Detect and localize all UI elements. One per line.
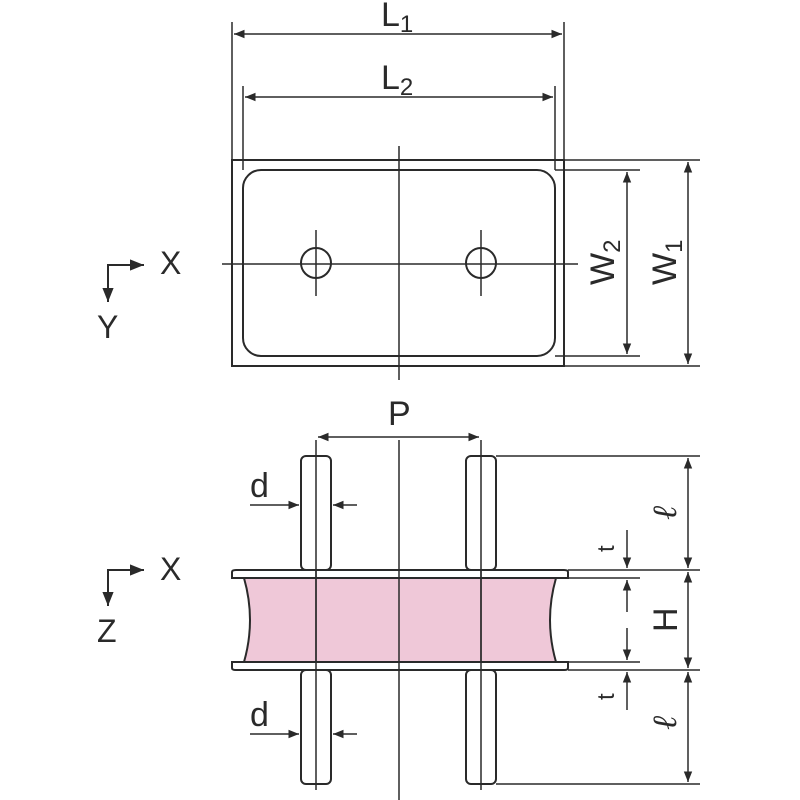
plate-outline	[231, 159, 565, 367]
svg-text:W2: W2	[584, 240, 626, 285]
axis-label-x-bottom: X	[160, 551, 181, 587]
label-H: H	[647, 607, 685, 632]
axis-label-z-bottom: Z	[97, 613, 117, 649]
label-d-bottom: d	[250, 696, 269, 734]
label-ell-top: ℓ	[645, 506, 685, 520]
label-P: P	[388, 395, 411, 433]
labels: L1 L2 W2 W1 X Y P d d X Z t t H ℓ ℓ	[97, 0, 688, 734]
label-d-top: d	[250, 467, 269, 505]
axis-label-x-top: X	[160, 245, 181, 281]
axis-label-y-top: Y	[97, 309, 118, 345]
label-t-bottom: t	[593, 693, 620, 700]
svg-text:W1: W1	[646, 240, 688, 285]
top-view	[102, 22, 700, 380]
label-L2: L	[381, 59, 400, 97]
label-t-top: t	[593, 545, 620, 552]
top-plate	[231, 569, 569, 579]
label-ell-bottom: ℓ	[645, 716, 685, 730]
bottom-plate	[231, 661, 569, 671]
label-W2: W	[584, 253, 622, 285]
svg-text:L1: L1	[381, 0, 413, 38]
label-L1: L	[381, 0, 400, 34]
front-view	[102, 432, 700, 800]
label-W1: W	[646, 253, 684, 285]
rubber-body	[242, 577, 558, 663]
svg-text:L2: L2	[381, 59, 413, 101]
